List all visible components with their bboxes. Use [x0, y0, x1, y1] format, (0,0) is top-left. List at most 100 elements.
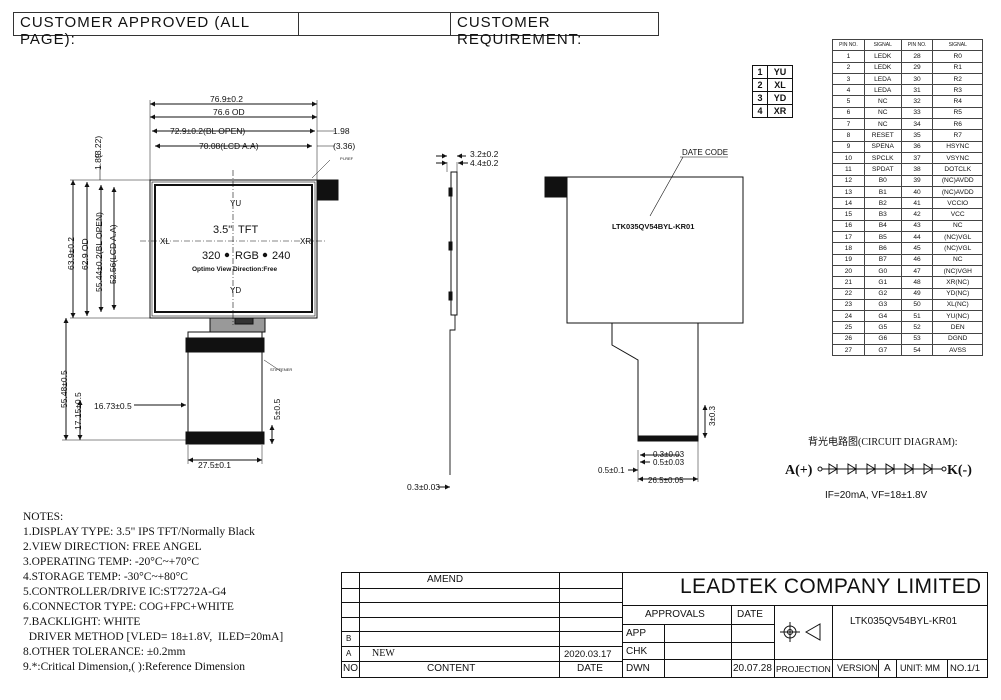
pin-number-cell: 45	[900, 242, 934, 255]
version-label: VERSION	[837, 663, 878, 673]
pin-number-cell: 31	[900, 84, 934, 97]
screen-text: YU YD XL XR 3.5" TFT 320 RGB 240 Optimo …	[160, 199, 311, 295]
signal-cell: YD(NC)	[932, 287, 983, 300]
customer-requirement-box: CUSTOMER REQUIREMENT:	[450, 12, 659, 48]
signal-cell: R3	[932, 84, 983, 97]
note-line: 6.CONNECTOR TYPE: COG+FPC+WHITE	[23, 601, 234, 613]
pin-number-cell: 35	[900, 129, 934, 142]
notes-block: NOTES: 1.DISPLAY TYPE: 3.5" IPS TFT/Norm…	[23, 510, 283, 675]
dim-right-a: 1.98	[333, 126, 350, 136]
pin-number-cell: 7	[832, 118, 865, 131]
signal-cell: G0	[863, 264, 902, 278]
resolution-mid: RGB	[235, 250, 259, 262]
customer-approved-label: CUSTOMER APPROVED (ALL PAGE):	[20, 14, 250, 48]
pin-number-cell: 38	[900, 163, 934, 176]
signal-cell: VCC	[932, 208, 983, 221]
pin-number-cell: 26	[832, 332, 865, 346]
signal-cell: LEDK	[863, 50, 902, 63]
pin-number-cell: 40	[900, 185, 934, 199]
pin-number-cell: 28	[900, 50, 934, 63]
title-part-number: LTK035QV54BYL-KR01	[850, 616, 958, 627]
signal-cell: DGND	[932, 332, 983, 346]
pin-number-cell: 47	[900, 264, 934, 278]
touch-xr-label: XR	[300, 237, 311, 246]
pin-number-cell: 16	[832, 219, 865, 233]
signal-cell: B4	[863, 219, 902, 233]
pin-number-cell: 10	[832, 151, 865, 165]
pin-number-cell: 34	[900, 118, 934, 131]
resolution-h: 240	[272, 250, 290, 262]
signal-cell: R2	[932, 72, 983, 86]
pin-number-cell: 53	[900, 332, 934, 346]
pin-number-cell: 19	[832, 253, 865, 266]
pin-number-cell: 29	[900, 61, 934, 74]
touch-pin-no: 2	[752, 78, 768, 92]
signal-cell: NC	[863, 95, 902, 108]
pin-number-cell: 17	[832, 231, 865, 244]
pin-number-cell: 48	[900, 276, 934, 289]
customer-approved-box: CUSTOMER APPROVED (ALL PAGE):	[13, 12, 299, 48]
pin-number-cell: 32	[900, 95, 934, 108]
customer-requirement-label: CUSTOMER REQUIREMENT:	[457, 14, 583, 48]
dim-bl-open-width: 72.9±0.2(BL OPEN)	[170, 126, 245, 136]
note-line: 3.OPERATING TEMP: -20°C~+70°C	[23, 556, 199, 568]
circuit-title: 背光电路图(CIRCUIT DIAGRAM):	[808, 435, 958, 448]
back-fpc	[611, 323, 699, 441]
signal-cell: R7	[932, 129, 983, 142]
signal-cell: YU(NC)	[932, 310, 983, 323]
note-line: 5.CONTROLLER/DRIVE IC:ST7272A-G4	[23, 586, 227, 598]
ref-note: PI-REF	[340, 156, 354, 161]
pin-number-cell: 18	[832, 242, 865, 255]
signal-cell: G2	[863, 287, 902, 300]
pin-number-cell: 36	[900, 140, 934, 153]
screen-type-label: TFT	[238, 224, 258, 236]
approvals-label: APPROVALS	[645, 609, 705, 620]
dim-od-width: 76.6 OD	[213, 107, 245, 117]
signal-cell: G3	[863, 298, 902, 312]
pin-number-cell: 41	[900, 197, 934, 210]
signal-cell: (NC)AVDD	[932, 185, 983, 199]
signal-cell: R5	[932, 106, 983, 120]
signal-cell: B6	[863, 242, 902, 255]
pin-number-cell: 42	[900, 208, 934, 221]
note-line: 1.DISPLAY TYPE: 3.5" IPS TFT/Normally Bl…	[23, 526, 255, 538]
fpc-stiffener	[185, 337, 265, 353]
pin-number-cell: 21	[832, 276, 865, 289]
side-dim-bottom: 0.3±0.03	[407, 482, 440, 492]
page-number: NO.1/1	[950, 663, 981, 674]
touch-tail	[317, 179, 339, 201]
signal-cell: B3	[863, 208, 902, 221]
side-dim-b: 4.4±0.2	[470, 158, 499, 168]
version-value: A	[884, 663, 891, 674]
pin-number-cell: 20	[832, 264, 865, 278]
anode-label: A(+)	[785, 463, 813, 478]
pin-number-cell: 43	[900, 219, 934, 233]
col-date-label: DATE	[577, 663, 603, 674]
signal-cell: NC	[932, 219, 983, 233]
cathode-label: K(-)	[947, 463, 972, 478]
back-dim-c: 0.5±0.1	[598, 466, 625, 475]
pin-number-cell: 6	[832, 106, 865, 120]
signal-cell: LEDA	[863, 84, 902, 97]
pin-number-cell: 14	[832, 197, 865, 210]
signal-cell: HSYNC	[932, 140, 983, 153]
note-line: 2.VIEW DIRECTION: FREE ANGEL	[23, 541, 202, 553]
front-view	[62, 100, 339, 464]
rev-a-marker: A	[346, 649, 352, 658]
fpc-contacts	[185, 431, 265, 445]
screen-size-label: 3.5"	[213, 224, 232, 236]
touch-pin-sig: XL	[767, 78, 793, 92]
pin-number-cell: 25	[832, 321, 865, 334]
